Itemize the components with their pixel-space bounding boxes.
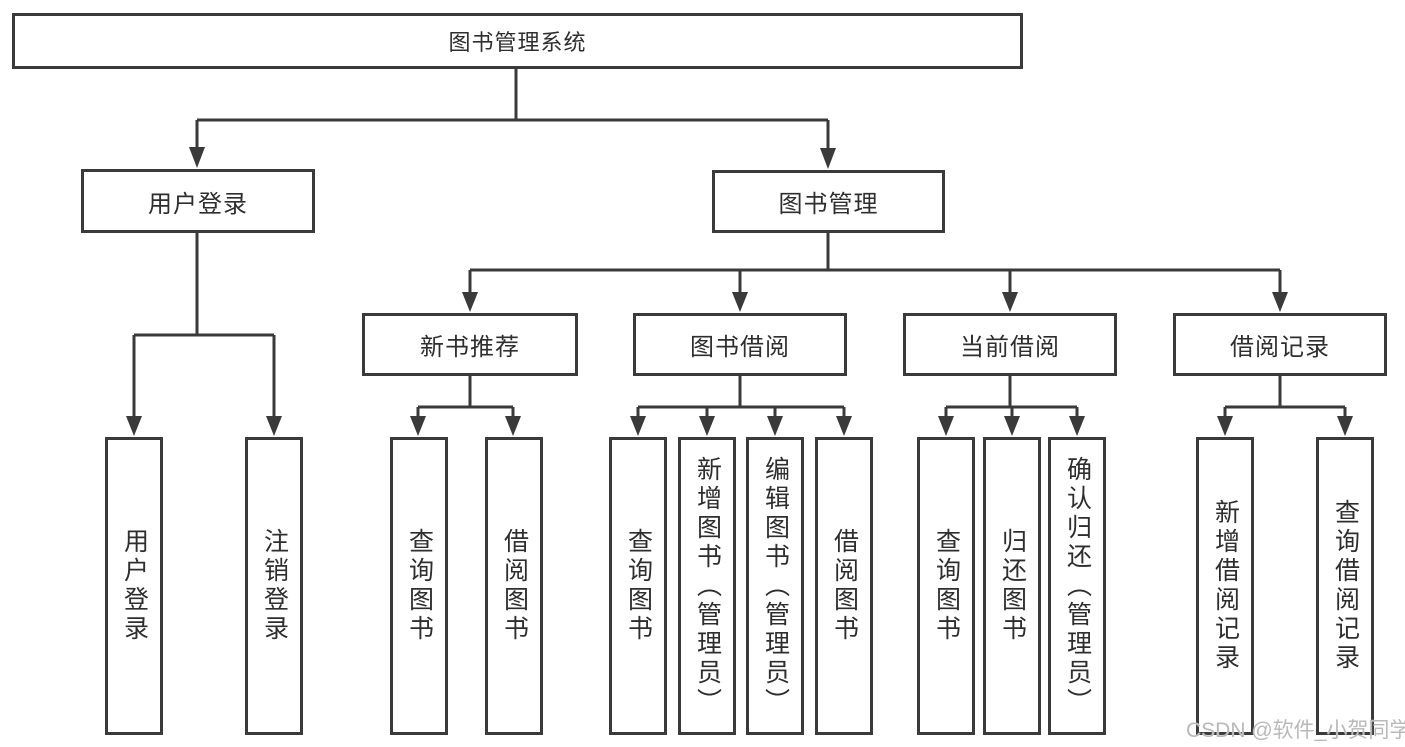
edge-root-to-level2 [189, 69, 836, 169]
edge-borrow-record-to-leaves [1217, 376, 1353, 436]
node-current-borrow: 当前借阅 [903, 313, 1117, 376]
leaf-return-books: 归还图书 [983, 437, 1041, 735]
edge-current-borrow-to-leaves [938, 376, 1085, 436]
leaf-add-books-admin: 新增图书（管理员） [678, 437, 736, 735]
node-root-system: 图书管理系统 [12, 13, 1023, 69]
node-new-book-recommend: 新书推荐 [362, 313, 578, 376]
leaf-logout: 注销登录 [245, 437, 303, 735]
node-book-management-branch: 图书管理 [712, 170, 945, 233]
node-book-borrow: 图书借阅 [633, 313, 847, 376]
leaf-borrow-books: 借阅图书 [815, 437, 873, 735]
leaf-query-books-current: 查询图书 [917, 437, 975, 735]
csdn-watermark: CSDN @软件_小贺同学 [1186, 719, 1405, 742]
node-borrow-record: 借阅记录 [1173, 313, 1387, 376]
edge-new-book-recommend-to-leaves [410, 376, 521, 436]
leaf-query-books-borrow: 查询图书 [609, 437, 667, 735]
edge-book-management-to-sections [462, 233, 1288, 312]
leaf-add-borrow-record: 新增借阅记录 [1196, 437, 1254, 735]
leaf-confirm-return-admin: 确认归还（管理员） [1048, 437, 1106, 735]
leaf-user-login: 用户登录 [105, 437, 163, 735]
leaf-query-borrow-record: 查询借阅记录 [1316, 437, 1374, 735]
node-user-login-branch: 用户登录 [81, 169, 315, 233]
edge-book-borrow-to-leaves [630, 376, 852, 436]
edge-user-login-to-leaves [126, 233, 282, 436]
leaf-edit-books-admin: 编辑图书（管理员） [746, 437, 804, 735]
leaf-borrow-books-recommend: 借阅图书 [485, 437, 543, 735]
leaf-query-books-recommend: 查询图书 [390, 437, 448, 735]
